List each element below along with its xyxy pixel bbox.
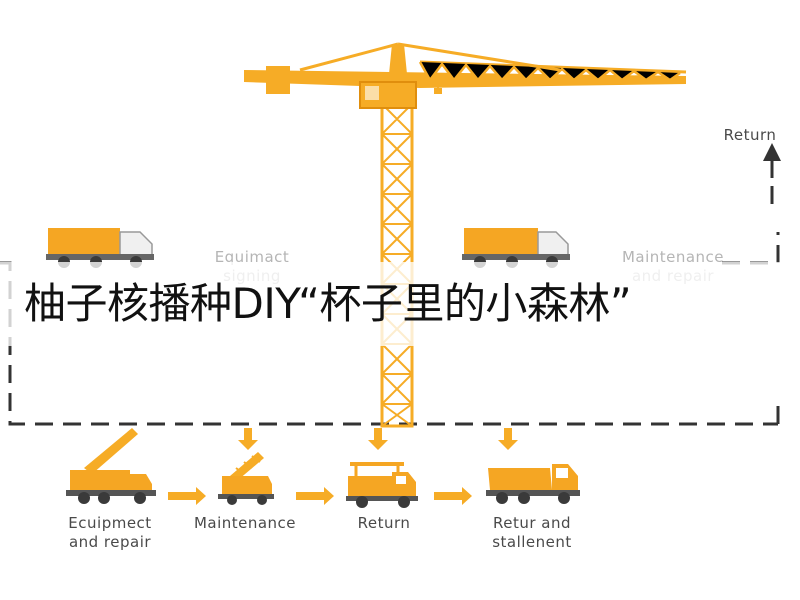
return-label: Return [723, 126, 777, 144]
step-label-3: Return [340, 514, 428, 533]
flow-arrow-2 [296, 487, 334, 505]
down-arrows [238, 428, 518, 450]
upper-right-truck-icon [462, 228, 570, 268]
flow-arrow-1 [168, 487, 206, 505]
title-banner [0, 262, 800, 346]
flow-arrows [168, 487, 472, 505]
page-title: 柚子核播种DIY“杯子里的小森林” [24, 279, 632, 328]
tower-crane-icon [244, 42, 687, 428]
step-label-4-text: Retur and stallenent [492, 514, 572, 551]
boom-truck-icon [66, 428, 156, 504]
flow-arrow-3 [434, 487, 472, 505]
dump-truck-icon [486, 464, 580, 504]
step-label-1: Ecuipmect and repair [44, 514, 176, 552]
cart-truck-icon [346, 462, 418, 508]
step-label-3-text: Return [357, 514, 411, 532]
step-label-2-text: Maintenance [193, 514, 297, 532]
step-label-4: Retur and stallenent [466, 514, 598, 552]
crane-truck-icon [218, 452, 274, 505]
step-label-2: Maintenance [172, 514, 318, 533]
step-label-1-text: Ecuipmect and repair [68, 514, 152, 551]
